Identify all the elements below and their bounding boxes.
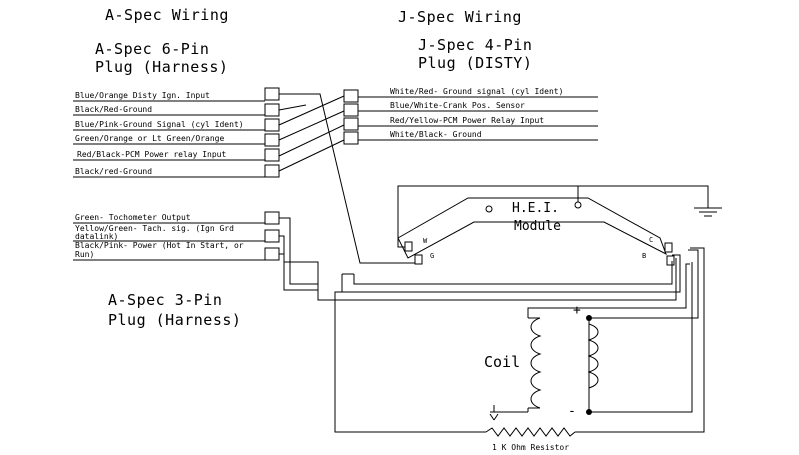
a-spec-3pin-plug <box>73 211 280 261</box>
a-spec-3pin-heading: A-Spec 3-Pin <box>108 291 222 309</box>
coil-label: Coil <box>484 353 520 371</box>
j-spec-4pin-subheading: Plug (DISTY) <box>418 54 532 72</box>
a6-wire-label: Black/Red-Ground <box>75 105 152 114</box>
hei-module <box>397 197 675 266</box>
a6-wire-label: Black/red-Ground <box>75 167 152 176</box>
coil-wiring <box>279 217 705 433</box>
j-spec-4pin-heading: J-Spec 4-Pin <box>418 36 532 54</box>
a6-wire-label: Blue/Pink-Ground Signal (cyl Ident) <box>75 120 244 129</box>
coil-plus-label: + <box>573 303 581 318</box>
pin-b-label: B <box>642 252 646 260</box>
coil-minus-label: - <box>568 404 576 419</box>
a3-wire-label: Run) <box>75 250 94 259</box>
a-spec-6pin-plug <box>73 87 280 178</box>
j-spec-4pin-plug <box>343 89 598 145</box>
a-spec-wiring-heading: A-Spec Wiring <box>105 6 229 24</box>
j-spec-wiring-heading: J-Spec Wiring <box>398 8 522 26</box>
ground-wiring <box>397 185 722 248</box>
a-spec-6pin-heading: A-Spec 6-Pin <box>95 40 209 58</box>
a3-wire-label: Black/Pink- Power (Hot In Start, or <box>75 241 244 250</box>
a6-wire-label: Blue/Orange Disty Ign. Input <box>75 91 210 100</box>
j4-wire-label: Blue/White-Crank Pos. Sensor <box>390 101 525 110</box>
pin-g-label: G <box>430 252 434 260</box>
j4-wire-label: Red/Yellow-PCM Power Relay Input <box>390 116 544 125</box>
a3-wire-label: datalink) <box>75 232 118 241</box>
j4-wire-label: White/Black- Ground <box>390 130 482 139</box>
coil-symbol <box>489 315 599 421</box>
module-label-line2: Module <box>514 219 561 234</box>
a-spec-3pin-subheading: Plug (Harness) <box>108 311 241 329</box>
cross-wires <box>278 93 420 264</box>
resistor-label: 1 K Ohm Resistor <box>492 443 569 452</box>
pin-w-label: W <box>423 237 428 245</box>
a6-wire-label: Red/Black-PCM Power relay Input <box>77 150 226 159</box>
resistor-symbol <box>485 427 576 437</box>
a-spec-6pin-subheading: Plug (Harness) <box>95 58 228 76</box>
a3-wire-label: Green- Tochometer Output <box>75 213 191 222</box>
a6-wire-label: Green/Orange or Lt Green/Orange <box>75 134 224 143</box>
pin-c-label: C <box>649 236 653 244</box>
module-label-line1: H.E.I. <box>512 201 559 216</box>
a3-wire-label: Yellow/Green- Tach. sig. (Ign Grd <box>75 224 234 233</box>
j4-wire-label: White/Red- Ground signal (cyl Ident) <box>390 87 563 96</box>
